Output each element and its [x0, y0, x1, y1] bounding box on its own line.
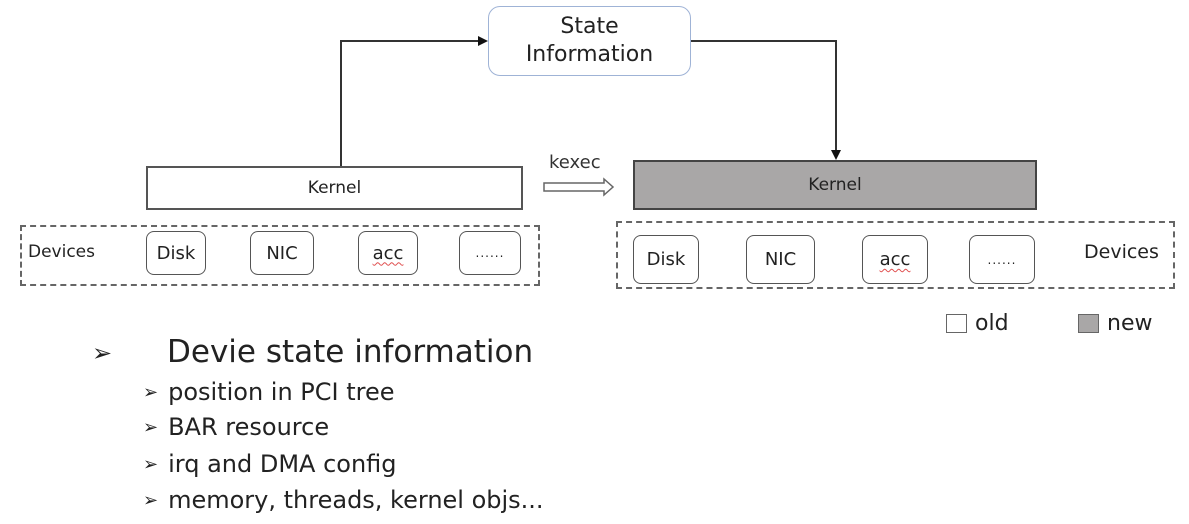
- old-device-more: ......: [459, 231, 521, 275]
- device-label: Disk: [156, 242, 196, 264]
- device-label: Disk: [646, 249, 686, 270]
- device-label: acc: [879, 249, 911, 270]
- device-label: NIC: [266, 242, 298, 264]
- state-information-box: State Information: [488, 6, 691, 76]
- device-label: acc: [372, 242, 404, 264]
- state-box-line2: Information: [525, 42, 654, 67]
- bullet-item: ➢ BAR resource: [143, 413, 329, 441]
- new-devices-group: [616, 221, 1175, 289]
- sub-bullet-arrow-icon: ➢: [143, 416, 159, 438]
- sub-bullet-arrow-icon: ➢: [143, 381, 159, 403]
- new-device-nic: NIC: [746, 235, 815, 284]
- bullet-item-text: position in PCI tree: [168, 378, 395, 406]
- bullet-item: ➢ position in PCI tree: [143, 378, 395, 406]
- legend-new: new: [1078, 311, 1152, 336]
- state-box-line1: State: [560, 14, 619, 39]
- sub-bullet-arrow-icon: ➢: [143, 453, 159, 475]
- device-label: ......: [987, 252, 1017, 267]
- new-device-more: ......: [969, 235, 1035, 284]
- device-label: ......: [475, 246, 505, 260]
- legend-swatch-old: [946, 314, 967, 333]
- new-device-acc: acc: [862, 235, 928, 284]
- device-label: NIC: [764, 249, 797, 270]
- bullet-item-text: BAR resource: [168, 413, 330, 441]
- old-device-acc: acc: [358, 231, 418, 275]
- new-devices-label: Devices: [1084, 241, 1159, 263]
- legend-swatch-new: [1078, 314, 1099, 333]
- kexec-label: kexec: [549, 152, 601, 173]
- arrow-old-kernel-to-state: [340, 36, 488, 166]
- bullet-item: ➢ irq and DMA config: [143, 450, 397, 478]
- old-device-nic: NIC: [250, 231, 314, 275]
- new-device-disk: Disk: [633, 235, 699, 284]
- old-device-disk: Disk: [146, 231, 206, 275]
- bullet-item-text: memory, threads, kernel objs...: [168, 486, 544, 514]
- legend-old: old: [946, 311, 1009, 336]
- legend-label-new: new: [1107, 311, 1153, 336]
- legend-label-old: old: [975, 311, 1009, 336]
- bullet-item: ➢ memory, threads, kernel objs...: [143, 486, 544, 514]
- new-kernel-box: Kernel: [633, 160, 1037, 210]
- old-kernel-box: Kernel: [146, 166, 523, 210]
- sub-bullet-arrow-icon: ➢: [143, 489, 159, 511]
- kexec-arrow: [543, 177, 615, 197]
- old-devices-group: [20, 225, 540, 286]
- arrow-state-to-new-kernel: [690, 40, 841, 160]
- bullet-item-text: irq and DMA config: [168, 450, 397, 478]
- new-kernel-label: Kernel: [808, 175, 862, 195]
- old-kernel-label: Kernel: [307, 178, 362, 198]
- old-devices-label: Devices: [28, 242, 95, 262]
- bullet-title: Devie state information: [167, 334, 534, 370]
- bullet-arrow-icon: ➢: [92, 339, 113, 367]
